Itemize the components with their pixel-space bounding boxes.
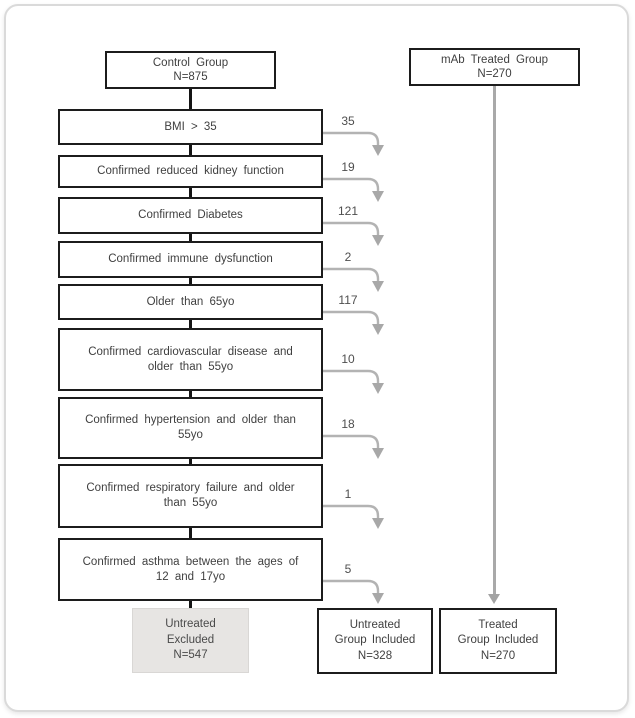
treated-included-line2: Group Included [457,634,539,647]
exclusion-arrow-icon [322,434,384,459]
exclusion-box-respiratory: Confirmed respiratory failure and older … [58,464,323,528]
exclusion-count-respiratory: 1 [344,487,352,501]
figure-card: Control Group N=875 mAb Treated Group N=… [4,4,629,712]
exclusion-box-hypertension: Confirmed hypertension and older than 55… [58,397,323,459]
exclusion-box-diabetes: Confirmed Diabetes [58,197,323,234]
treated-included-n: N=270 [480,649,516,662]
untreated-included-line2: Group Included [334,634,416,647]
exclusion-count-asthma: 5 [344,562,352,576]
exclusion-count-bmi: 35 [341,114,355,128]
exclusion-label: BMI > 35 [164,120,217,133]
exclusion-arrow-icon [322,310,384,335]
exclusion-arrow-icon [322,131,384,156]
control-group-n: N=875 [173,71,208,83]
exclusion-label: Confirmed reduced kidney function [97,165,284,177]
treated-flow-connector-line [493,85,496,594]
exclusion-count-cardiovascular: 10 [341,352,355,366]
untreated-included-line1: Untreated [349,618,401,631]
exclusion-count-hypertension: 18 [341,417,355,431]
exclusion-label: Confirmed Diabetes [138,209,243,221]
control-group-title: Control Group [152,57,229,69]
untreated-excluded-line2: Excluded [166,633,215,646]
exclusion-arrow-icon [322,267,384,292]
untreated-included-n: N=328 [357,649,393,662]
exclusion-label: Confirmed asthma between the ages of 12 … [82,555,299,583]
exclusion-box-bmi: BMI > 35 [58,109,323,145]
exclusion-box-asthma: Confirmed asthma between the ages of 12 … [58,538,323,601]
control-group-box: Control Group N=875 [105,51,276,89]
untreated-excluded-line1: Untreated [165,618,216,631]
untreated-excluded-box: Untreated Excluded N=547 [132,608,249,673]
exclusion-arrow-icon [322,369,384,394]
exclusion-label: Confirmed respiratory failure and older … [86,482,295,509]
exclusion-count-age65: 117 [338,293,358,307]
exclusion-count-immune: 2 [344,250,352,264]
treated-flow-arrowhead-icon [488,594,500,604]
mab-treated-group-box: mAb Treated Group N=270 [409,48,580,86]
exclusion-arrow-icon [322,504,384,529]
untreated-included-box: Untreated Group Included N=328 [317,608,433,674]
treated-included-box: Treated Group Included N=270 [439,608,557,674]
exclusion-box-immune: Confirmed immune dysfunction [58,241,323,278]
exclusion-box-cardiovascular: Confirmed cardiovascular disease and old… [58,328,323,391]
exclusion-label: Confirmed hypertension and older than 55… [85,414,296,441]
exclusion-arrow-icon [322,579,384,604]
untreated-excluded-n: N=547 [173,649,208,662]
exclusion-box-age65: Older than 65yo [58,284,323,320]
exclusion-label: Confirmed immune dysfunction [108,253,273,265]
mab-group-title: mAb Treated Group [441,54,548,66]
exclusion-box-kidney: Confirmed reduced kidney function [58,155,323,188]
treated-included-line1: Treated [478,618,518,631]
exclusion-label: Confirmed cardiovascular disease and old… [88,345,293,373]
exclusion-arrow-icon [322,177,384,202]
exclusion-label: Older than 65yo [146,295,235,308]
exclusion-count-diabetes: 121 [337,204,359,218]
exclusion-count-kidney: 19 [341,160,355,174]
exclusion-arrow-icon [322,221,384,246]
mab-group-n: N=270 [477,68,512,80]
